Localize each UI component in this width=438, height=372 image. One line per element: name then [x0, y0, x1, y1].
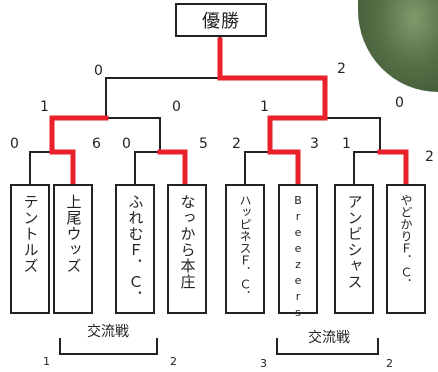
- champion-label: 優勝: [202, 11, 240, 32]
- exchange-label: 交流戦: [308, 330, 350, 346]
- team-name: やどかりＦ．Ｃ．: [399, 194, 413, 290]
- score-r2-left1: 1: [40, 99, 49, 115]
- score-r1-team6: 3: [310, 136, 319, 152]
- winner-path-r1-2: [157, 149, 188, 187]
- score-r1-team4: 5: [199, 136, 208, 152]
- score-r1-team3: 0: [122, 136, 131, 152]
- team-name: ハッピネスＦ．Ｃ．: [238, 194, 252, 302]
- exchange-right-num1: 3: [260, 357, 267, 370]
- score-r2-right1: 1: [260, 99, 269, 115]
- score-r1-team8: 2: [425, 149, 434, 165]
- team-box-1: テントルズ: [10, 184, 50, 314]
- bracket-line-r1-2: [134, 151, 186, 184]
- bracket-line-r1-1: [29, 151, 74, 184]
- bracket-line-final: [105, 77, 326, 118]
- team-box-7: アンビシャス: [334, 184, 374, 314]
- exchange-bracket-left: [59, 338, 158, 355]
- team-name: 上尾ウッズ: [64, 194, 83, 274]
- winner-path-r2-1: [49, 115, 109, 155]
- team-box-2: 上尾ウッズ: [53, 184, 93, 314]
- team-name: Breezers: [291, 194, 305, 322]
- bracket-line-r2-2: [269, 117, 381, 152]
- exchange-match-left: 交流戦: [66, 320, 150, 342]
- winner-path-final: [217, 37, 328, 121]
- team-box-3: ふれむＦ．Ｃ．: [115, 184, 155, 314]
- team-box-6: Breezers: [278, 184, 318, 322]
- team-name: なっから本庄: [178, 194, 197, 290]
- exchange-right-num2: 2: [386, 357, 393, 370]
- score-r2-right2: 0: [395, 95, 404, 111]
- winner-path-r2-2: [267, 115, 328, 155]
- team-name: テントルズ: [21, 194, 40, 274]
- score-r1-team5: 2: [232, 136, 241, 152]
- bracket-line-r2-1: [51, 117, 161, 152]
- exchange-bracket-right: [276, 338, 379, 355]
- score-final-left: 0: [94, 63, 103, 79]
- team-name: アンビシャス: [345, 194, 364, 290]
- team-box-5: ハッピネスＦ．Ｃ．: [225, 184, 265, 314]
- team-box-4: なっから本庄: [167, 184, 207, 314]
- bracket-line-r1-3: [244, 151, 299, 184]
- score-final-right: 2: [337, 61, 346, 77]
- score-r1-team1: 0: [10, 136, 19, 152]
- exchange-match-right: 交流戦: [287, 326, 371, 348]
- team-box-8: やどかりＦ．Ｃ．: [386, 184, 426, 314]
- winner-path-r1-1: [49, 149, 76, 187]
- team-name: ふれむＦ．Ｃ．: [126, 194, 145, 306]
- bracket-line-r1-4: [353, 151, 407, 184]
- score-r1-team2: 6: [92, 136, 101, 152]
- score-r2-left2: 0: [172, 99, 181, 115]
- winner-path-r1-4: [377, 149, 409, 187]
- winner-path-r1-3: [267, 149, 301, 187]
- exchange-left-num2: 2: [170, 355, 177, 368]
- score-r1-team7: 1: [342, 136, 351, 152]
- exchange-label: 交流戦: [87, 324, 129, 340]
- champion-box: 優勝: [175, 3, 267, 37]
- exchange-left-num1: 1: [43, 355, 50, 368]
